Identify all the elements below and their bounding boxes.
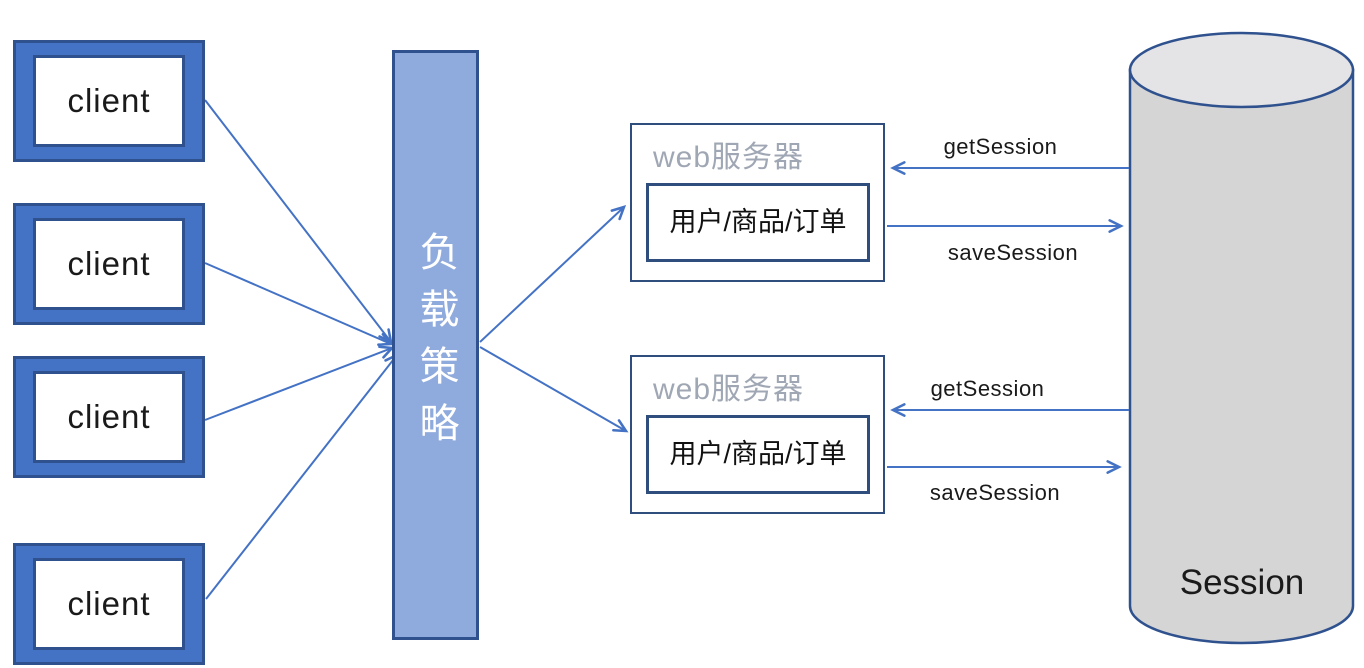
- client-box-1: client: [13, 40, 205, 162]
- client-3-label: client: [67, 398, 151, 435]
- label-getsession-2: getSession: [930, 376, 1045, 401]
- web-server-1-title: web服务器: [653, 141, 805, 174]
- label-savesession-2: saveSession: [929, 480, 1061, 505]
- load-balancer-label: 负载策略: [413, 231, 458, 459]
- client-box-4-inner: client: [33, 558, 185, 650]
- label-getsession-1: getSession: [943, 134, 1058, 159]
- label-savesession-1: saveSession: [947, 240, 1079, 265]
- arrow-client1-to-lb: [204, 99, 393, 345]
- client-box-2: client: [13, 203, 205, 325]
- web-server-1-module-box: 用户/商品/订单: [646, 183, 870, 262]
- session-cylinder-body: [1128, 68, 1355, 645]
- web-server-1-module-label: 用户/商品/订单: [669, 207, 847, 238]
- client-2-label: client: [67, 245, 151, 282]
- client-box-3: client: [13, 356, 205, 478]
- client-1-label: client: [67, 82, 151, 119]
- session-store-label: Session: [1179, 563, 1305, 602]
- client-box-3-inner: client: [33, 371, 185, 463]
- arrow-client3-to-lb: [204, 345, 395, 421]
- web-server-box-2: web服务器 用户/商品/订单: [630, 355, 885, 514]
- load-balancer-bar: 负载策略: [392, 50, 479, 640]
- session-cylinder: [1128, 31, 1355, 645]
- web-server-box-1: web服务器 用户/商品/订单: [630, 123, 885, 282]
- client-box-2-inner: client: [33, 218, 185, 310]
- session-cylinder-top: [1128, 31, 1355, 109]
- web-server-2-title: web服务器: [653, 373, 805, 406]
- arrow-lb-to-server2: [479, 346, 629, 433]
- client-box-4: client: [13, 543, 205, 665]
- client-box-1-inner: client: [33, 55, 185, 147]
- client-4-label: client: [67, 585, 151, 622]
- web-server-2-module-box: 用户/商品/订单: [646, 415, 870, 494]
- arrow-lb-to-server1: [479, 205, 627, 343]
- web-server-2-module-label: 用户/商品/订单: [669, 439, 847, 470]
- arrow-client4-to-lb: [205, 352, 399, 600]
- arrow-client2-to-lb: [204, 262, 394, 346]
